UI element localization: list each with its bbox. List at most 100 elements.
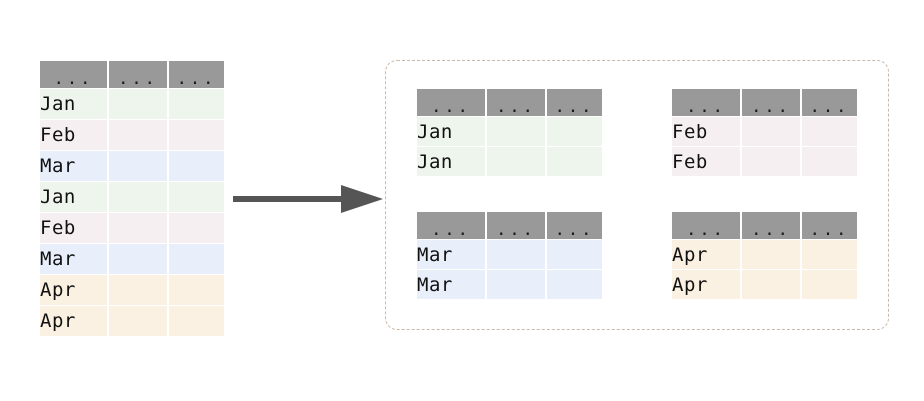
row-cell-3 — [169, 213, 224, 243]
row-cell-3 — [802, 147, 857, 176]
row-cell-3 — [169, 89, 224, 119]
column-header-3: ... — [547, 89, 602, 116]
column-header-3: ... — [802, 212, 857, 239]
table-row: Feb — [672, 117, 857, 146]
row-cell-3 — [169, 120, 224, 150]
group-table-feb: ... ... ... Feb Feb — [670, 88, 859, 177]
row-cell-2 — [742, 270, 800, 299]
row-label: Mar — [40, 248, 76, 270]
row-cell-2 — [109, 244, 167, 274]
group-table-apr-header: ... ... ... — [672, 212, 857, 239]
row-label: Mar — [417, 243, 453, 266]
column-header-2: ... — [487, 212, 545, 239]
row-cell-2 — [109, 182, 167, 212]
row-label: Feb — [40, 217, 76, 239]
row-cell-3 — [169, 182, 224, 212]
group-table-mar-body: Mar Mar — [417, 240, 602, 299]
group-table-jan-body: Jan Jan — [417, 117, 602, 176]
row-cell-3 — [169, 151, 224, 181]
table-header-row: ... ... ... — [417, 212, 602, 239]
row-cell-2 — [109, 120, 167, 150]
row-cell-2 — [109, 213, 167, 243]
row-cell-3 — [802, 117, 857, 146]
column-header-3: ... — [169, 61, 224, 88]
group-table-apr-body: Apr Apr — [672, 240, 857, 299]
table-row: Mar — [40, 151, 224, 181]
row-label: Jan — [417, 150, 453, 173]
row-label: Feb — [672, 150, 708, 173]
row-label: Apr — [40, 279, 76, 301]
row-cell-2 — [109, 89, 167, 119]
table-row: Feb — [40, 120, 224, 150]
row-label: Apr — [40, 310, 76, 332]
table-row: Mar — [417, 240, 602, 269]
table-row: Feb — [40, 213, 224, 243]
table-row: Jan — [40, 182, 224, 212]
row-label: Jan — [417, 120, 453, 143]
group-table-mar-header: ... ... ... — [417, 212, 602, 239]
row-cell-2 — [742, 240, 800, 269]
source-table-body: Jan Feb Mar Jan Feb Mar — [40, 89, 224, 336]
group-table-jan: ... ... ... Jan Jan — [415, 88, 604, 177]
row-label: Apr — [672, 273, 708, 296]
column-header-1: ... — [417, 212, 485, 239]
row-cell-3 — [169, 306, 224, 336]
row-label: Mar — [417, 273, 453, 296]
column-header-1: ... — [672, 212, 740, 239]
table-row: Jan — [40, 89, 224, 119]
column-header-1: ... — [417, 89, 485, 116]
row-cell-3 — [547, 147, 602, 176]
column-header-1: ... — [40, 61, 107, 88]
column-header-3: ... — [547, 212, 602, 239]
group-table-mar: ... ... ... Mar Mar — [415, 211, 604, 300]
group-table-feb-header: ... ... ... — [672, 89, 857, 116]
group-table-feb-body: Feb Feb — [672, 117, 857, 176]
row-cell-2 — [487, 117, 545, 146]
row-cell-3 — [547, 240, 602, 269]
row-cell-3 — [169, 244, 224, 274]
table-header-row: ... ... ... — [672, 212, 857, 239]
row-label: Apr — [672, 243, 708, 266]
row-cell-3 — [802, 240, 857, 269]
source-table: ... ... ... Jan Feb Mar Jan Feb — [38, 60, 226, 337]
row-cell-2 — [487, 147, 545, 176]
column-header-1: ... — [672, 89, 740, 116]
source-table-header: ... ... ... — [40, 61, 224, 88]
row-cell-3 — [547, 270, 602, 299]
table-header-row: ... ... ... — [417, 89, 602, 116]
column-header-2: ... — [487, 89, 545, 116]
table-row: Jan — [417, 147, 602, 176]
row-label: Jan — [40, 93, 76, 115]
row-cell-3 — [547, 117, 602, 146]
row-cell-2 — [742, 147, 800, 176]
row-cell-2 — [487, 240, 545, 269]
table-row: Jan — [417, 117, 602, 146]
row-cell-3 — [169, 275, 224, 305]
column-header-2: ... — [109, 61, 167, 88]
table-row: Feb — [672, 147, 857, 176]
group-table-apr: ... ... ... Apr Apr — [670, 211, 859, 300]
table-row: Apr — [672, 270, 857, 299]
table-row: Mar — [417, 270, 602, 299]
group-table-jan-header: ... ... ... — [417, 89, 602, 116]
table-row: Apr — [40, 275, 224, 305]
row-label: Feb — [672, 120, 708, 143]
table-row: Mar — [40, 244, 224, 274]
column-header-3: ... — [802, 89, 857, 116]
row-label: Mar — [40, 155, 76, 177]
row-cell-2 — [109, 275, 167, 305]
table-header-row: ... ... ... — [672, 89, 857, 116]
table-row: Apr — [40, 306, 224, 336]
table-row: Apr — [672, 240, 857, 269]
table-header-row: ... ... ... — [40, 61, 224, 88]
row-label: Feb — [40, 124, 76, 146]
row-cell-2 — [742, 117, 800, 146]
split-arrow-icon — [233, 185, 383, 213]
row-cell-2 — [109, 151, 167, 181]
row-cell-3 — [802, 270, 857, 299]
group-container — [385, 60, 889, 330]
row-cell-2 — [109, 306, 167, 336]
row-cell-2 — [487, 270, 545, 299]
row-label: Jan — [40, 186, 76, 208]
column-header-2: ... — [742, 212, 800, 239]
